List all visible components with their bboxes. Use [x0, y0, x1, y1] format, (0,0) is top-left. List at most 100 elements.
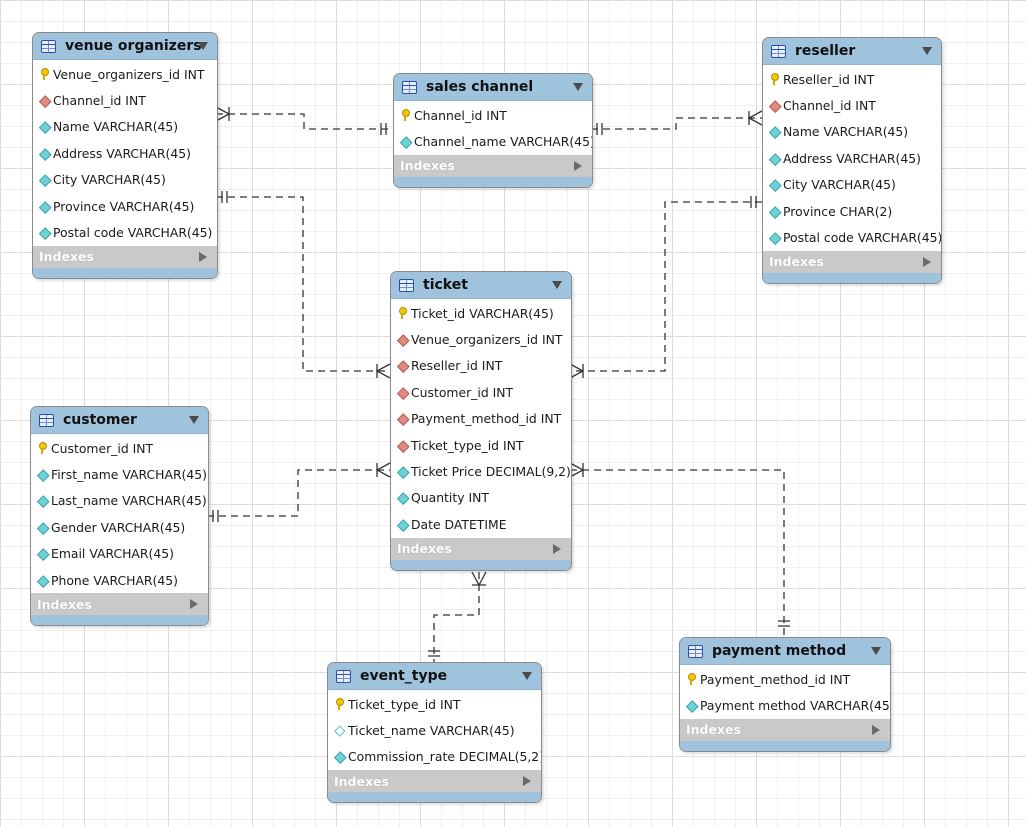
- column-row[interactable]: Reseller_id INT: [391, 353, 571, 379]
- table-reseller[interactable]: reseller Reseller_id INT Channel_id INT …: [762, 37, 942, 284]
- rel-channel-venue-organizers[interactable]: [215, 106, 393, 135]
- table-header[interactable]: venue organizers: [33, 33, 217, 60]
- column-row[interactable]: Channel_name VARCHAR(45): [394, 128, 592, 154]
- column-row[interactable]: Address VARCHAR(45): [33, 140, 217, 166]
- column-icon: [39, 175, 49, 185]
- column-row[interactable]: Province CHAR(2): [763, 198, 941, 224]
- table-sales-channel[interactable]: sales channel Channel_id INT Channel_nam…: [393, 73, 593, 188]
- expand-arrow-icon[interactable]: [190, 599, 198, 610]
- indexes-section[interactable]: Indexes: [391, 537, 571, 560]
- column-row[interactable]: Address VARCHAR(45): [763, 145, 941, 171]
- column-icon: [37, 470, 47, 480]
- column-row[interactable]: Commission_rate DECIMAL(5,2): [328, 744, 541, 770]
- expand-arrow-icon[interactable]: [923, 256, 931, 267]
- column-row[interactable]: Gender VARCHAR(45): [31, 514, 208, 540]
- rel-customer-ticket[interactable]: [207, 462, 391, 522]
- table-payment-method[interactable]: payment method Payment_method_id INT Pay…: [679, 637, 891, 752]
- column-row[interactable]: First_name VARCHAR(45): [31, 461, 208, 487]
- column-row[interactable]: Customer_id INT: [391, 379, 571, 405]
- table-header[interactable]: event_type: [328, 663, 541, 690]
- table-customer[interactable]: customer Customer_id INT First_name VARC…: [30, 406, 209, 627]
- table-title: payment method: [712, 643, 847, 659]
- column-row[interactable]: Quantity INT: [391, 485, 571, 511]
- column-row[interactable]: Ticket Price DECIMAL(9,2): [391, 458, 571, 484]
- table-header[interactable]: ticket: [391, 272, 571, 299]
- indexes-section[interactable]: Indexes: [763, 250, 941, 273]
- table-event-type[interactable]: event_type Ticket_type_id INT Ticket_nam…: [327, 662, 542, 804]
- table-footer: [763, 272, 941, 283]
- expand-arrow-icon[interactable]: [553, 543, 561, 554]
- rel-reseller-ticket[interactable]: [569, 196, 762, 379]
- column-row[interactable]: Venue_organizers_id INT: [391, 326, 571, 352]
- column-icon: [39, 228, 49, 238]
- column-label: Province VARCHAR(45): [53, 198, 195, 214]
- table-header[interactable]: payment method: [680, 638, 890, 665]
- column-row[interactable]: City VARCHAR(45): [763, 172, 941, 198]
- rel-channel-reseller[interactable]: [591, 110, 763, 135]
- column-row[interactable]: Phone VARCHAR(45): [31, 567, 208, 593]
- indexes-section[interactable]: Indexes: [33, 245, 217, 268]
- expand-arrow-icon[interactable]: [199, 251, 207, 262]
- foreign-key-icon: [397, 335, 407, 345]
- indexes-section[interactable]: Indexes: [31, 593, 208, 616]
- collapse-triangle-icon[interactable]: [871, 647, 881, 655]
- collapse-triangle-icon[interactable]: [198, 42, 208, 50]
- column-label: Channel_id INT: [414, 107, 507, 123]
- column-row[interactable]: City VARCHAR(45): [33, 167, 217, 193]
- column-label: Payment_method_id INT: [700, 671, 851, 687]
- column-row[interactable]: Channel_id INT: [33, 87, 217, 113]
- table-header[interactable]: reseller: [763, 38, 941, 65]
- column-row[interactable]: Payment method VARCHAR(45): [680, 692, 890, 718]
- indexes-label: Indexes: [39, 249, 94, 265]
- column-row[interactable]: Ticket_name VARCHAR(45): [328, 717, 541, 743]
- expand-arrow-icon[interactable]: [872, 724, 880, 735]
- table-title: sales channel: [426, 79, 534, 95]
- table-icon: [688, 644, 703, 658]
- indexes-section[interactable]: Indexes: [680, 718, 890, 741]
- column-row[interactable]: Name VARCHAR(45): [33, 114, 217, 140]
- collapse-triangle-icon[interactable]: [189, 416, 199, 424]
- column-label: Customer_id INT: [51, 440, 154, 456]
- column-row[interactable]: Channel_id INT: [394, 102, 592, 128]
- expand-arrow-icon[interactable]: [523, 776, 531, 787]
- column-label: First_name VARCHAR(45): [51, 467, 207, 483]
- column-row[interactable]: Date DATETIME: [391, 511, 571, 537]
- column-row[interactable]: Ticket_type_id INT: [328, 691, 541, 717]
- table-venue-organizers[interactable]: venue organizers Venue_organizers_id INT…: [32, 32, 218, 279]
- column-row[interactable]: Ticket_type_id INT: [391, 432, 571, 458]
- collapse-triangle-icon[interactable]: [922, 47, 932, 55]
- table-icon: [41, 39, 56, 53]
- rel-venue-organizers-ticket[interactable]: [216, 191, 391, 379]
- column-row[interactable]: Last_name VARCHAR(45): [31, 488, 208, 514]
- column-row[interactable]: Ticket_id VARCHAR(45): [391, 300, 571, 326]
- column-row[interactable]: Venue_organizers_id INT: [33, 61, 217, 87]
- table-icon: [39, 413, 54, 427]
- column-label: Last_name VARCHAR(45): [51, 493, 207, 509]
- column-row[interactable]: Customer_id INT: [31, 435, 208, 461]
- column-row[interactable]: Province VARCHAR(45): [33, 193, 217, 219]
- table-ticket[interactable]: ticket Ticket_id VARCHAR(45) Venue_organ…: [390, 271, 572, 571]
- table-header[interactable]: sales channel: [394, 74, 592, 101]
- expand-arrow-icon[interactable]: [574, 160, 582, 171]
- collapse-triangle-icon[interactable]: [573, 83, 583, 91]
- column-row[interactable]: Reseller_id INT: [763, 66, 941, 92]
- column-label: Channel_id INT: [53, 93, 146, 109]
- column-row[interactable]: Postal code VARCHAR(45): [763, 224, 941, 250]
- column-icon: [37, 549, 47, 559]
- indexes-section[interactable]: Indexes: [328, 770, 541, 793]
- collapse-triangle-icon[interactable]: [522, 672, 532, 680]
- collapse-triangle-icon[interactable]: [552, 281, 562, 289]
- table-header[interactable]: customer: [31, 407, 208, 434]
- rel-event-type-ticket[interactable]: [428, 571, 487, 662]
- column-row[interactable]: Channel_id INT: [763, 92, 941, 118]
- column-row[interactable]: Postal code VARCHAR(45): [33, 219, 217, 245]
- column-row[interactable]: Payment_method_id INT: [680, 666, 890, 692]
- column-icon: [37, 575, 47, 585]
- indexes-section[interactable]: Indexes: [394, 154, 592, 177]
- column-row[interactable]: Payment_method_id INT: [391, 406, 571, 432]
- column-label: Postal code VARCHAR(45): [783, 230, 942, 246]
- rel-payment-method-ticket[interactable]: [569, 462, 790, 637]
- column-row[interactable]: Email VARCHAR(45): [31, 541, 208, 567]
- column-row[interactable]: Name VARCHAR(45): [763, 119, 941, 145]
